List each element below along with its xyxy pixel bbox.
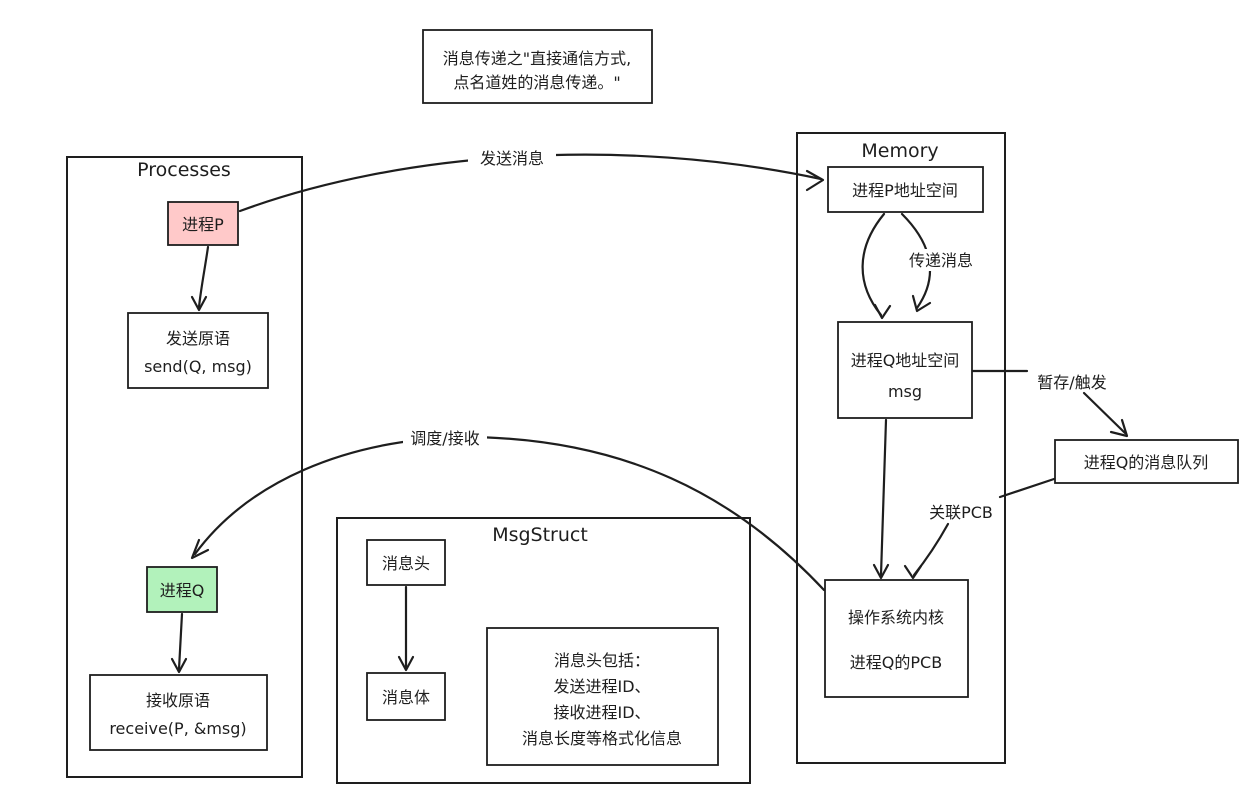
q-address-space-label-line1: 进程Q地址空间: [851, 351, 960, 370]
edge-label-link-pcb: 关联PCB: [929, 503, 993, 522]
q-address-space-frame: [837, 321, 973, 419]
msgstruct-container-frame: [336, 517, 751, 784]
msg-info-line2: 发送进程ID、: [553, 677, 650, 696]
arrow-transfer-message-right: 传递消息: [899, 212, 983, 313]
edge-label-transfer: 传递消息: [909, 251, 973, 270]
edge-label-send: 发送消息: [480, 149, 544, 168]
send-primitive-label-line1: 发送原语: [166, 329, 230, 348]
msg-body-frame: [366, 672, 446, 721]
note-box: 消息传递之"直接通信方式, 点名道姓的消息传递。": [422, 29, 653, 104]
process-p-box: 进程P: [167, 201, 239, 246]
msg-info-frame: [486, 627, 719, 766]
q-address-space-box: 进程Q地址空间 msg: [837, 321, 973, 419]
edge-label-buffer: 暂存/触发: [1037, 373, 1106, 392]
kernel-frame: [824, 579, 969, 698]
send-primitive-box: 发送原语 send(Q, msg): [127, 312, 269, 389]
arrow-transfer-message-left: [861, 212, 892, 320]
msg-info-box: 消息头包括： 发送进程ID、 接收进程ID、 消息长度等格式化信息: [486, 627, 719, 766]
arrowhead-down-left-icon: [190, 538, 210, 560]
arrow-schedule-receive: 调度/接收: [190, 426, 826, 592]
note-text-line1: 消息传递之"直接通信方式,: [443, 49, 631, 68]
kernel-label-line1: 操作系统内核: [848, 608, 944, 627]
memory-container: Memory: [796, 132, 1006, 764]
arrowhead-down-left-icon: [911, 294, 932, 313]
arrowhead-down-right-icon: [1109, 418, 1129, 438]
msg-info-line4: 消息长度等格式化信息: [522, 729, 682, 748]
send-primitive-label-line2: send(Q, msg): [144, 357, 252, 376]
receive-primitive-label-line2: receive(P, &msg): [109, 719, 246, 738]
memory-container-frame: [796, 132, 1006, 764]
msg-info-line3: 接收进程ID、: [553, 703, 650, 722]
processes-title: Processes: [137, 159, 231, 181]
msg-header-frame: [366, 539, 446, 586]
kernel-box: 操作系统内核 进程Q的PCB: [824, 579, 969, 698]
arrow-msg-header-to-body: [397, 585, 415, 672]
process-p-label: 进程P: [182, 215, 224, 234]
kernel-label-line2: 进程Q的PCB: [850, 653, 942, 672]
receive-primitive-frame: [89, 674, 268, 751]
msg-body-box: 消息体: [366, 672, 446, 721]
edge-label-send-bg: [468, 146, 556, 168]
send-primitive-frame: [127, 312, 269, 389]
msgstruct-container: MsgStruct: [336, 517, 751, 784]
arrow-send-message: 发送消息: [238, 146, 825, 213]
msg-header-box: 消息头: [366, 539, 446, 586]
msg-info-line1: 消息头包括：: [554, 651, 650, 670]
edge-label-schedule: 调度/接收: [410, 429, 479, 448]
process-q-frame: [146, 566, 218, 613]
msgstruct-title: MsgStruct: [492, 524, 588, 546]
arrowhead-right-icon: [805, 169, 825, 192]
edge-label-schedule-bg: [403, 426, 487, 448]
q-address-space-label-line2: msg: [888, 382, 922, 401]
arrowhead-down-icon: [190, 295, 208, 312]
arrow-q-to-receive-primitive: [170, 612, 188, 674]
process-p-frame: [167, 201, 239, 246]
message-queue-frame: [1054, 439, 1239, 484]
p-address-space-frame: [827, 166, 984, 213]
note-text-line2: 点名道姓的消息传递。": [453, 73, 620, 92]
receive-primitive-label-line1: 接收原语: [146, 691, 210, 710]
arrowhead-down-icon: [903, 564, 923, 580]
arrowhead-down-icon: [873, 303, 892, 320]
message-queue-label: 进程Q的消息队列: [1084, 453, 1209, 472]
process-q-label: 进程Q: [160, 581, 205, 600]
note-box-frame: [422, 29, 653, 104]
edge-label-transfer-bg: [899, 249, 983, 271]
message-queue-box: 进程Q的消息队列: [1054, 439, 1239, 484]
arrowhead-down-icon: [872, 563, 890, 580]
msg-header-label: 消息头: [382, 554, 430, 573]
arrow-buffer-trigger: 暂存/触发: [970, 369, 1129, 438]
p-address-space-box: 进程P地址空间: [827, 166, 984, 213]
arrow-q-space-to-kernel: [872, 418, 890, 580]
processes-container-frame: [66, 156, 303, 778]
arrow-link-pcb: 关联PCB: [903, 476, 1059, 580]
process-q-box: 进程Q: [146, 566, 218, 613]
msg-body-label: 消息体: [382, 688, 430, 707]
processes-container: Processes: [66, 156, 303, 778]
memory-title: Memory: [861, 140, 938, 162]
arrow-p-to-send-primitive: [190, 245, 210, 312]
receive-primitive-box: 接收原语 receive(P, &msg): [89, 674, 268, 751]
arrowhead-down-icon: [397, 655, 415, 672]
arrowhead-down-icon: [170, 657, 188, 674]
p-address-space-label: 进程P地址空间: [852, 181, 958, 200]
